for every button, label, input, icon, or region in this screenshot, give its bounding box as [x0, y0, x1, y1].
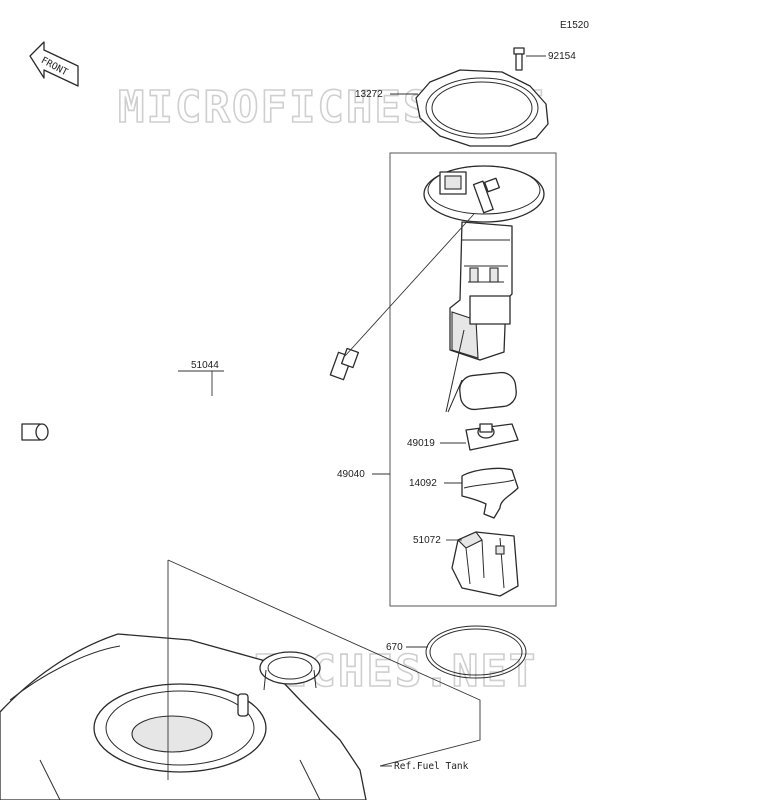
o-ring-670 [425, 625, 527, 679]
bracket-14092 [461, 467, 519, 519]
front-arrow-icon: FRONT [29, 41, 79, 87]
pump-assembly-frame [389, 152, 557, 607]
part-label-49040: 49040 [337, 469, 365, 480]
part-label-51044: 51044 [191, 360, 219, 371]
bolt-92154 [513, 47, 546, 71]
part-label-51072: 51072 [413, 535, 441, 546]
gasket-plate-13272 [415, 69, 549, 147]
part-label-13272: 13272 [355, 89, 383, 100]
fuel-hose-51044 [21, 347, 360, 446]
reference-label: Ref.Fuel Tank [394, 761, 469, 772]
fuel-tank-reference [0, 633, 367, 800]
part-label-14092: 14092 [409, 478, 437, 489]
fuel-pump-unit [423, 165, 545, 413]
part-label-670: 670 [386, 642, 403, 653]
part-label-92154: 92154 [548, 51, 576, 62]
filter-49019 [465, 423, 519, 451]
cover-51072 [451, 531, 519, 597]
diagram-code: E1520 [560, 20, 589, 31]
part-label-49019: 49019 [407, 438, 435, 449]
